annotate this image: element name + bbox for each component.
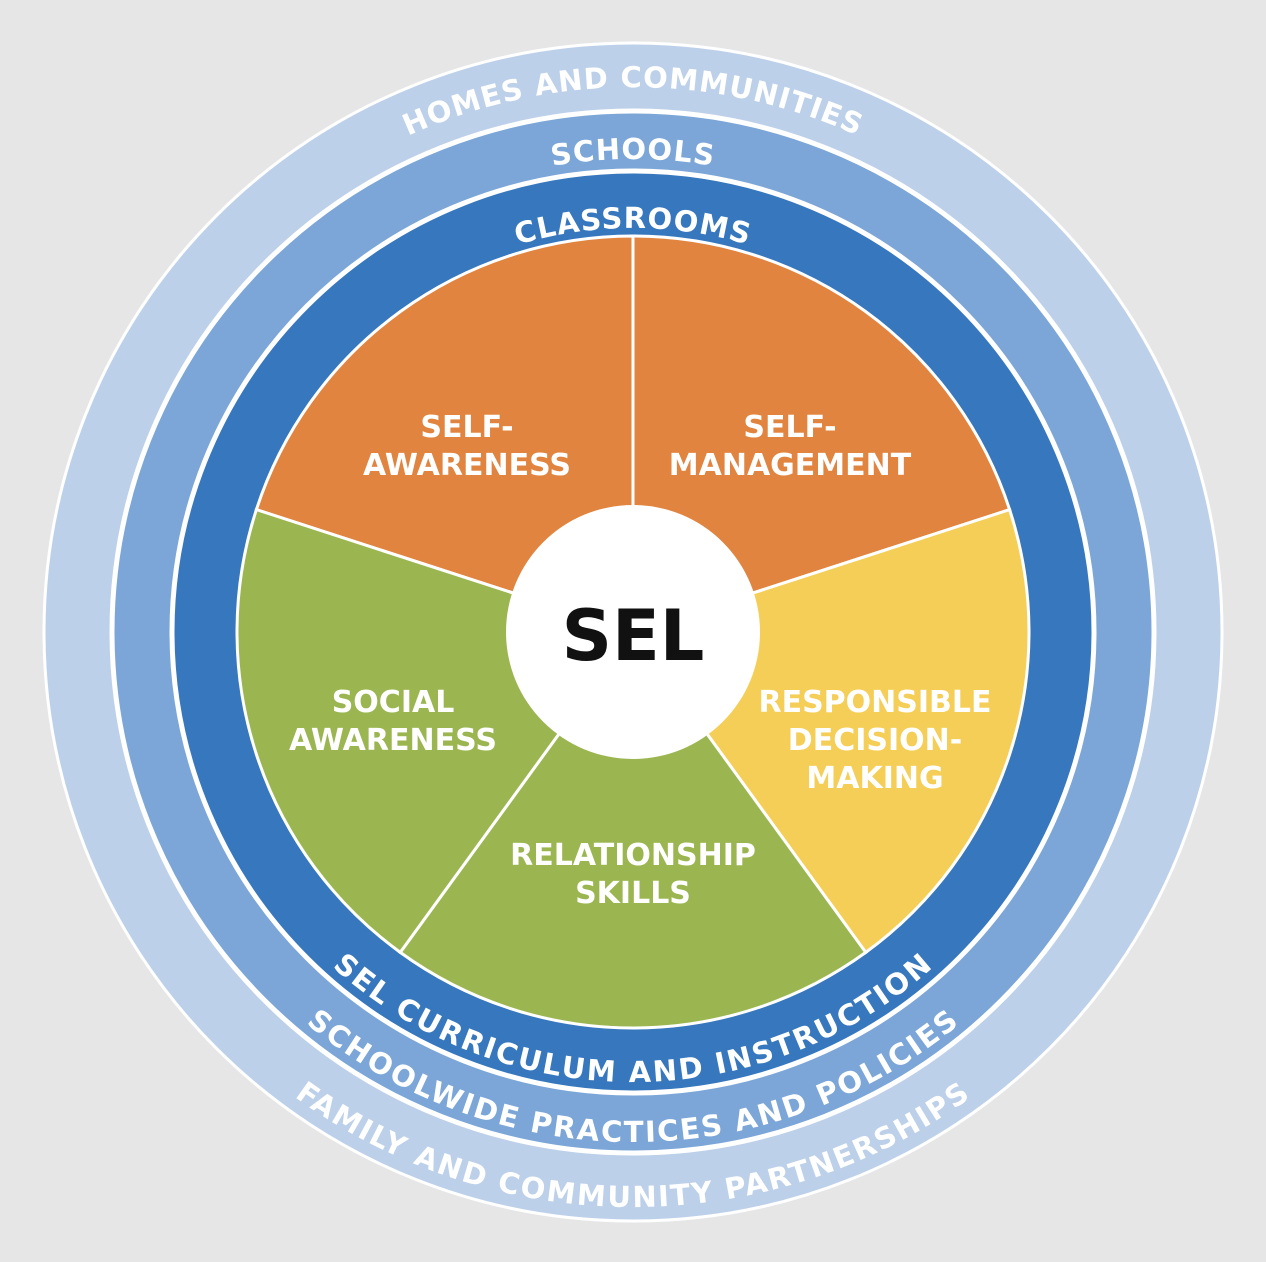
slice-self-management [631,234,1012,635]
sel-core-label: SEL [562,595,705,677]
slice-label-line: MANAGEMENT [669,448,912,483]
slice-label-line: SELF- [743,410,836,445]
slice-label-line: AWARENESS [363,448,571,483]
ring-label-schools: SCHOOLS [548,132,717,173]
slice-label-line: SELF- [420,410,513,445]
sel-core [506,505,760,759]
slice-label-line: SOCIAL [332,685,455,720]
slice-self-awareness [254,234,635,635]
slice-label-self-awareness: SELF-AWARENESS [363,410,571,483]
slice-label-line: AWARENESS [289,723,497,758]
slice-relationship-skills [398,629,868,1030]
slice-label-line: MAKING [806,761,943,796]
slice-label-line: RELATIONSHIP [510,838,756,873]
slice-label-line: SKILLS [575,876,691,911]
slice-label-line: RESPONSIBLE [758,685,991,720]
slice-label-line: DECISION- [788,723,962,758]
slice-label-self-management: SELF-MANAGEMENT [669,410,912,483]
